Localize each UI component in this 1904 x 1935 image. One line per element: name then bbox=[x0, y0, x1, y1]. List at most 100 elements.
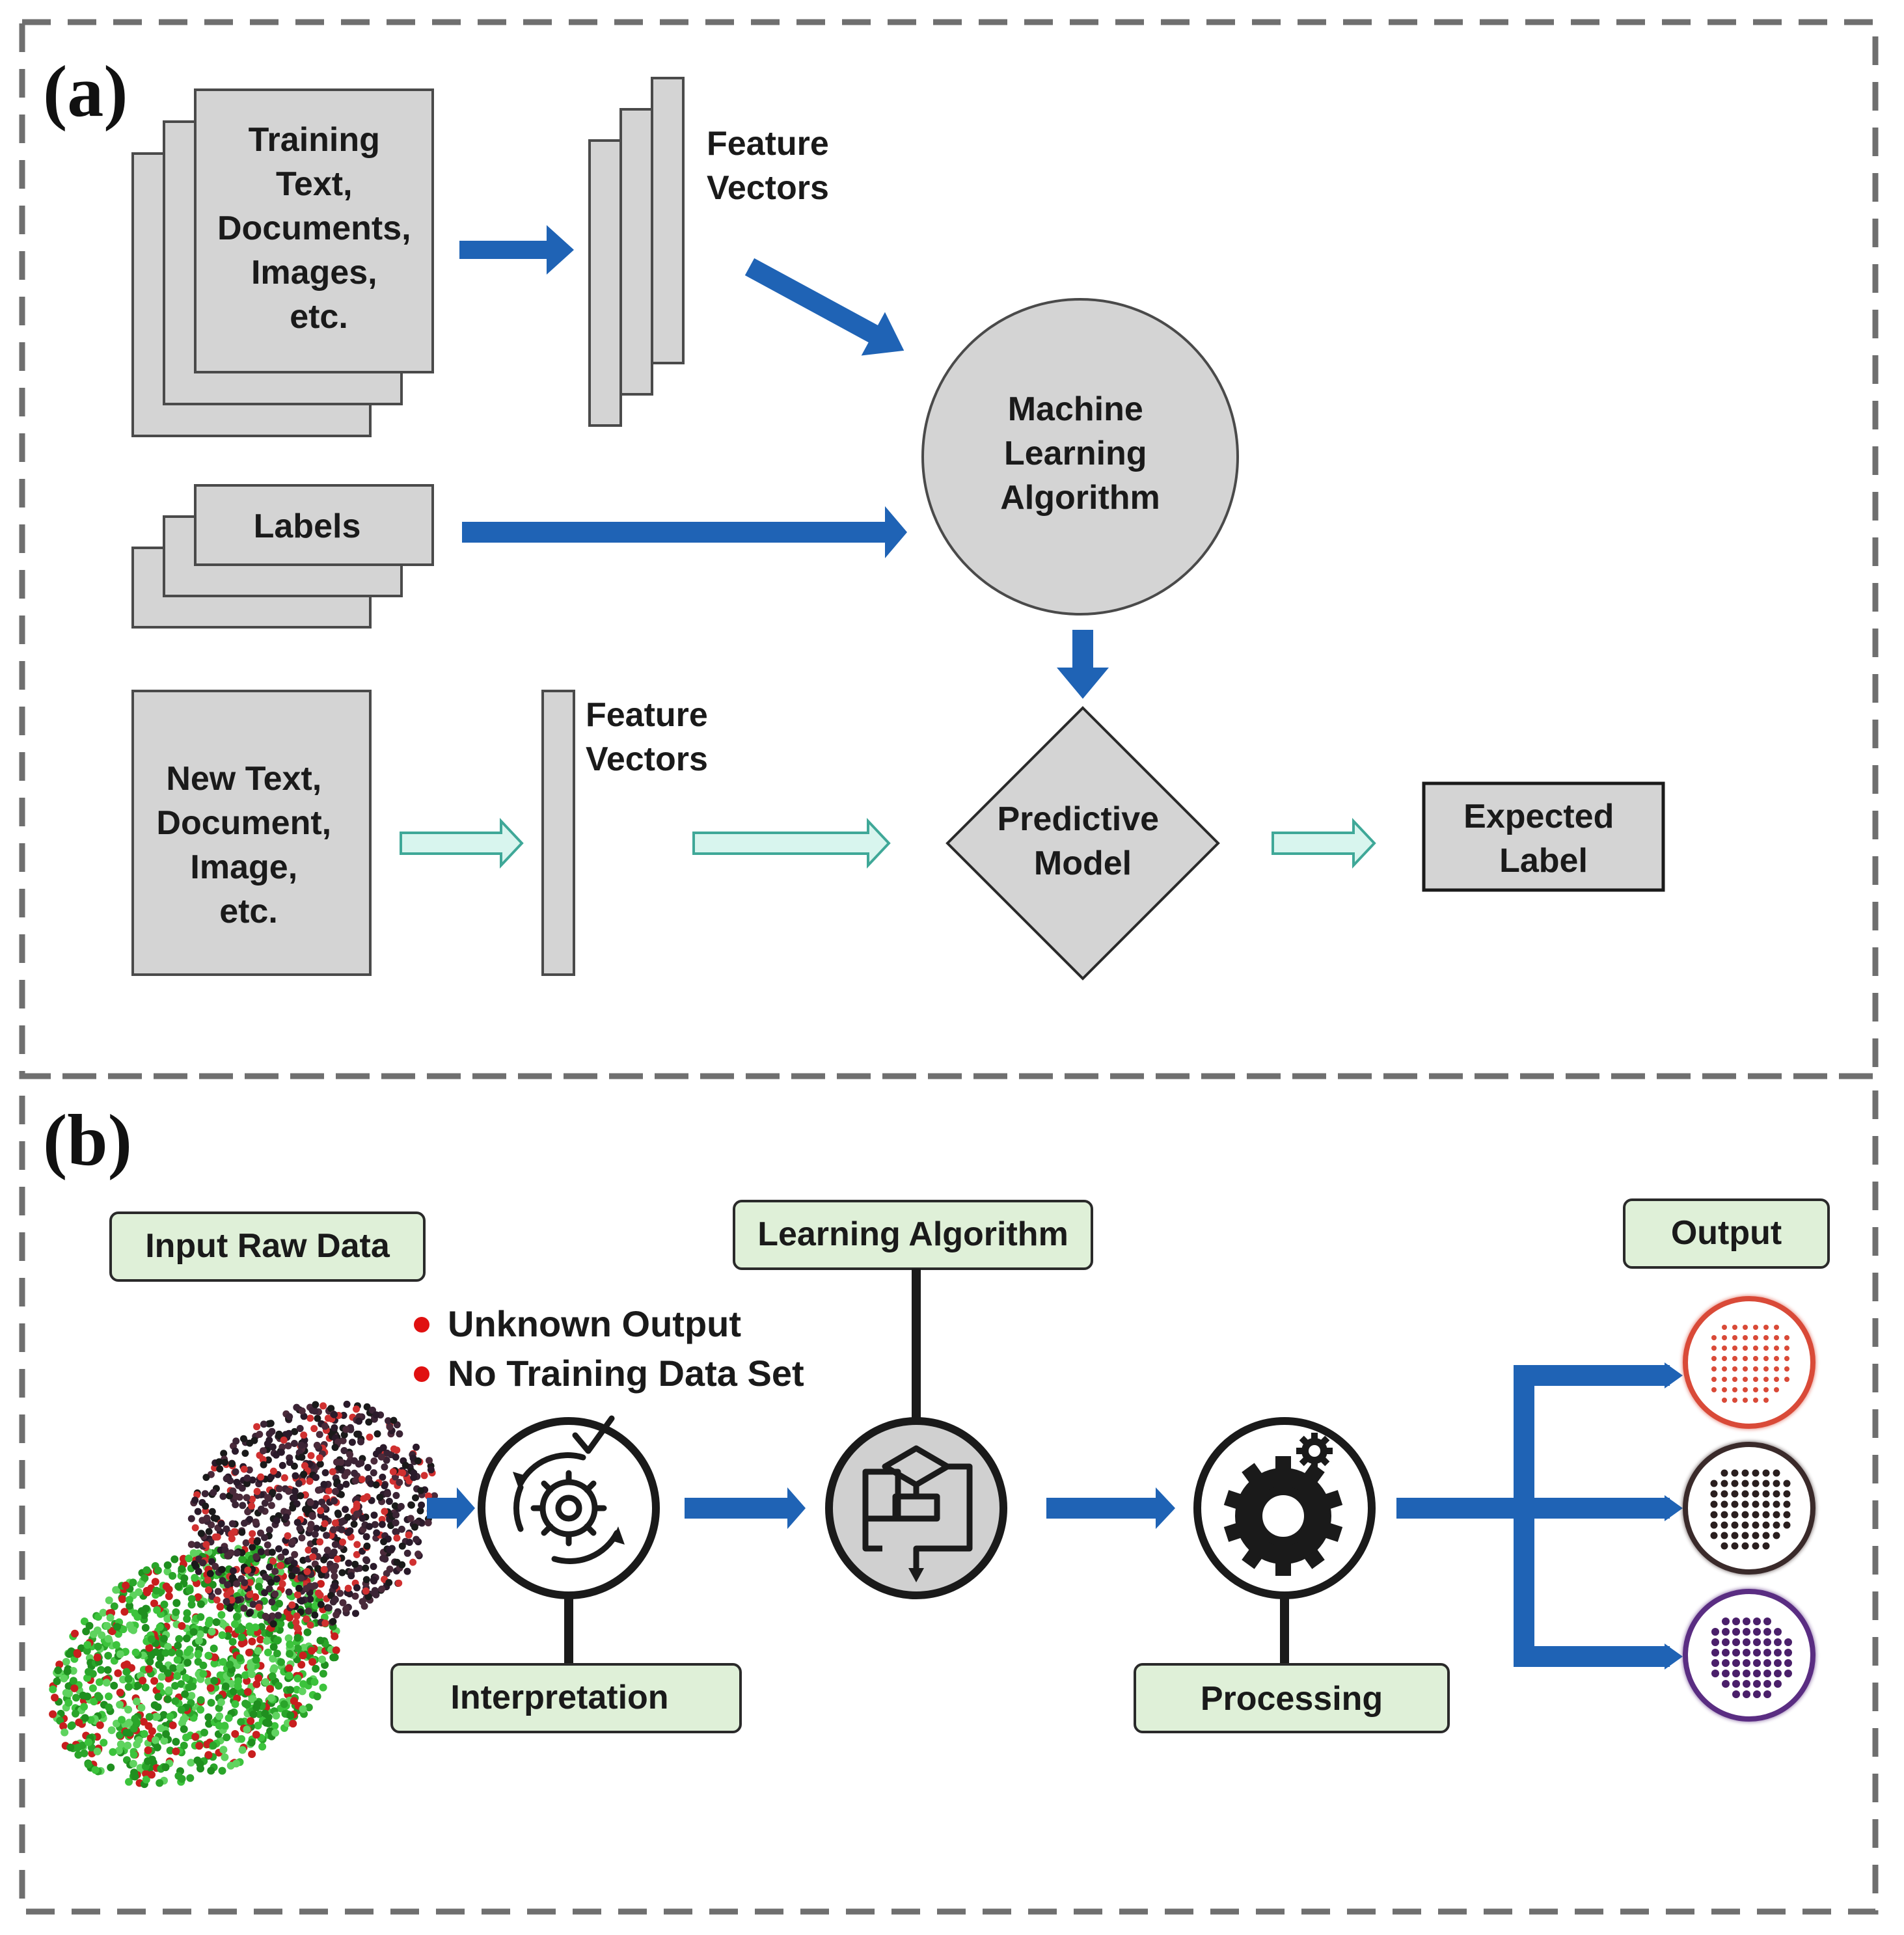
panel-b-label: (b) bbox=[43, 1100, 132, 1181]
raw-data-point bbox=[219, 1493, 227, 1500]
output-dot bbox=[1784, 1638, 1792, 1646]
labels-label: Labels bbox=[254, 507, 361, 545]
output-dot bbox=[1732, 1638, 1740, 1646]
predictive-model-diamond bbox=[945, 706, 1220, 981]
raw-data-point bbox=[118, 1716, 126, 1724]
raw-data-point bbox=[254, 1647, 262, 1655]
raw-data-point bbox=[147, 1651, 156, 1660]
raw-data-point bbox=[293, 1519, 301, 1526]
output-dot bbox=[1762, 1490, 1770, 1498]
raw-data-point bbox=[306, 1621, 314, 1629]
output-dot bbox=[1722, 1617, 1730, 1625]
raw-data-point bbox=[344, 1459, 352, 1467]
raw-data-point bbox=[323, 1532, 331, 1539]
raw-data-point bbox=[379, 1554, 387, 1562]
raw-data-point bbox=[84, 1760, 92, 1768]
raw-data-point bbox=[85, 1621, 94, 1630]
raw-data-point bbox=[392, 1454, 400, 1461]
raw-data-point bbox=[129, 1759, 137, 1768]
output-dot bbox=[1732, 1617, 1740, 1625]
raw-data-point bbox=[160, 1737, 169, 1745]
output-dot bbox=[1711, 1659, 1719, 1667]
raw-data-point bbox=[380, 1538, 388, 1545]
raw-data-point bbox=[228, 1520, 236, 1528]
raw-data-point bbox=[271, 1722, 279, 1730]
new-data-box bbox=[131, 690, 372, 976]
output-dot bbox=[1711, 1649, 1719, 1657]
raw-data-point bbox=[93, 1653, 102, 1662]
output-dot bbox=[1732, 1366, 1737, 1372]
processing-label: Processing bbox=[1201, 1680, 1383, 1718]
output-dot bbox=[1731, 1511, 1739, 1519]
raw-data-point bbox=[267, 1694, 275, 1702]
raw-data-point bbox=[383, 1570, 390, 1577]
output-dot bbox=[1732, 1680, 1740, 1688]
raw-data-point bbox=[411, 1523, 418, 1531]
gear-tooth bbox=[1326, 1448, 1333, 1454]
output-dot bbox=[1743, 1680, 1750, 1688]
raw-data-point bbox=[371, 1587, 379, 1595]
raw-data-point bbox=[351, 1560, 359, 1568]
raw-data-point bbox=[251, 1623, 260, 1632]
labels-stack bbox=[131, 484, 434, 629]
raw-data-point bbox=[376, 1493, 384, 1501]
learning-algorithm-label: Learning Algorithm bbox=[757, 1215, 1068, 1253]
raw-data-point bbox=[196, 1630, 204, 1638]
output-dot bbox=[1774, 1325, 1779, 1330]
raw-data-point bbox=[72, 1694, 80, 1702]
output-dot bbox=[1732, 1356, 1737, 1361]
raw-data-point bbox=[260, 1461, 267, 1468]
raw-data-point bbox=[217, 1698, 225, 1707]
output-dot bbox=[1762, 1521, 1770, 1529]
raw-data-point bbox=[393, 1534, 401, 1542]
raw-data-point bbox=[325, 1487, 333, 1495]
raw-data-point bbox=[325, 1604, 333, 1612]
raw-data-point bbox=[217, 1611, 226, 1619]
output-dot bbox=[1711, 1670, 1719, 1677]
raw-data-point bbox=[257, 1623, 265, 1631]
raw-data-point bbox=[82, 1627, 90, 1636]
gear-cycle-icon bbox=[513, 1415, 625, 1564]
raw-data-point bbox=[118, 1595, 127, 1603]
arrow-model-to-label bbox=[1272, 817, 1376, 869]
raw-data-point bbox=[204, 1677, 213, 1685]
raw-data-point bbox=[185, 1554, 193, 1563]
output-dot bbox=[1753, 1377, 1758, 1382]
raw-data-point bbox=[74, 1751, 83, 1759]
arrow-raw-to-interpretation bbox=[427, 1487, 475, 1529]
raw-data-point bbox=[374, 1430, 381, 1438]
raw-data-point bbox=[257, 1473, 265, 1481]
output-dot bbox=[1752, 1500, 1760, 1508]
output-cluster-dark bbox=[1682, 1441, 1816, 1575]
raw-data-point bbox=[65, 1689, 73, 1698]
output-cluster-red bbox=[1682, 1295, 1816, 1429]
raw-data-point bbox=[424, 1519, 432, 1526]
output-dot bbox=[1763, 1649, 1771, 1657]
raw-data-point bbox=[262, 1718, 271, 1727]
input-raw-data-box bbox=[109, 1211, 426, 1282]
gear-tooth bbox=[1275, 1456, 1291, 1469]
raw-data-point bbox=[169, 1572, 177, 1580]
gears-icon bbox=[1223, 1433, 1343, 1576]
output-dot bbox=[1752, 1532, 1760, 1539]
output-dot bbox=[1711, 1335, 1717, 1340]
output-label: Output bbox=[1671, 1214, 1782, 1252]
raw-data-point bbox=[260, 1420, 267, 1428]
gear-tooth bbox=[1223, 1522, 1242, 1542]
raw-data-point bbox=[332, 1487, 339, 1495]
raw-data-point bbox=[431, 1492, 439, 1500]
raw-data-point bbox=[288, 1538, 296, 1545]
raw-data-point bbox=[320, 1556, 328, 1563]
gear-tooth bbox=[1304, 1549, 1325, 1569]
raw-data-point bbox=[212, 1618, 221, 1627]
raw-data-point bbox=[398, 1542, 406, 1550]
raw-data-point bbox=[334, 1511, 342, 1519]
training-data-stack bbox=[131, 88, 434, 437]
raw-data-point bbox=[329, 1526, 337, 1534]
raw-data-point bbox=[137, 1607, 146, 1616]
raw-data-point bbox=[182, 1634, 191, 1643]
raw-data-point bbox=[261, 1534, 268, 1541]
raw-data-point bbox=[95, 1678, 103, 1686]
raw-data-point bbox=[261, 1709, 269, 1718]
raw-data-point bbox=[143, 1566, 151, 1575]
